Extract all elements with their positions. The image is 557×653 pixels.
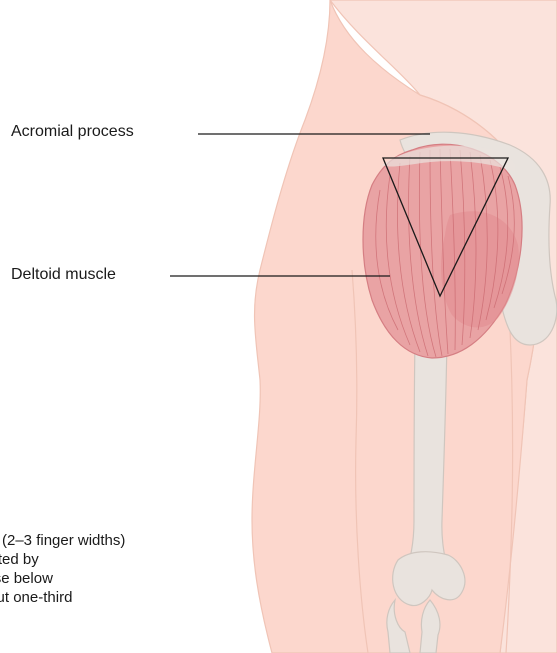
elbow-joint <box>393 552 465 606</box>
deltoid-muscle-label: Deltoid muscle <box>11 267 116 283</box>
caption-line: site about one-third <box>0 588 220 607</box>
caption-line: (2–3 finger widths) <box>2 531 220 550</box>
caption-line: o be located by <box>0 550 220 569</box>
caption-line: wide base below <box>0 569 220 588</box>
caption-text: (2–3 finger widths) o be located by wide… <box>0 531 220 607</box>
acromial-process-label: Acromial process <box>11 124 134 140</box>
